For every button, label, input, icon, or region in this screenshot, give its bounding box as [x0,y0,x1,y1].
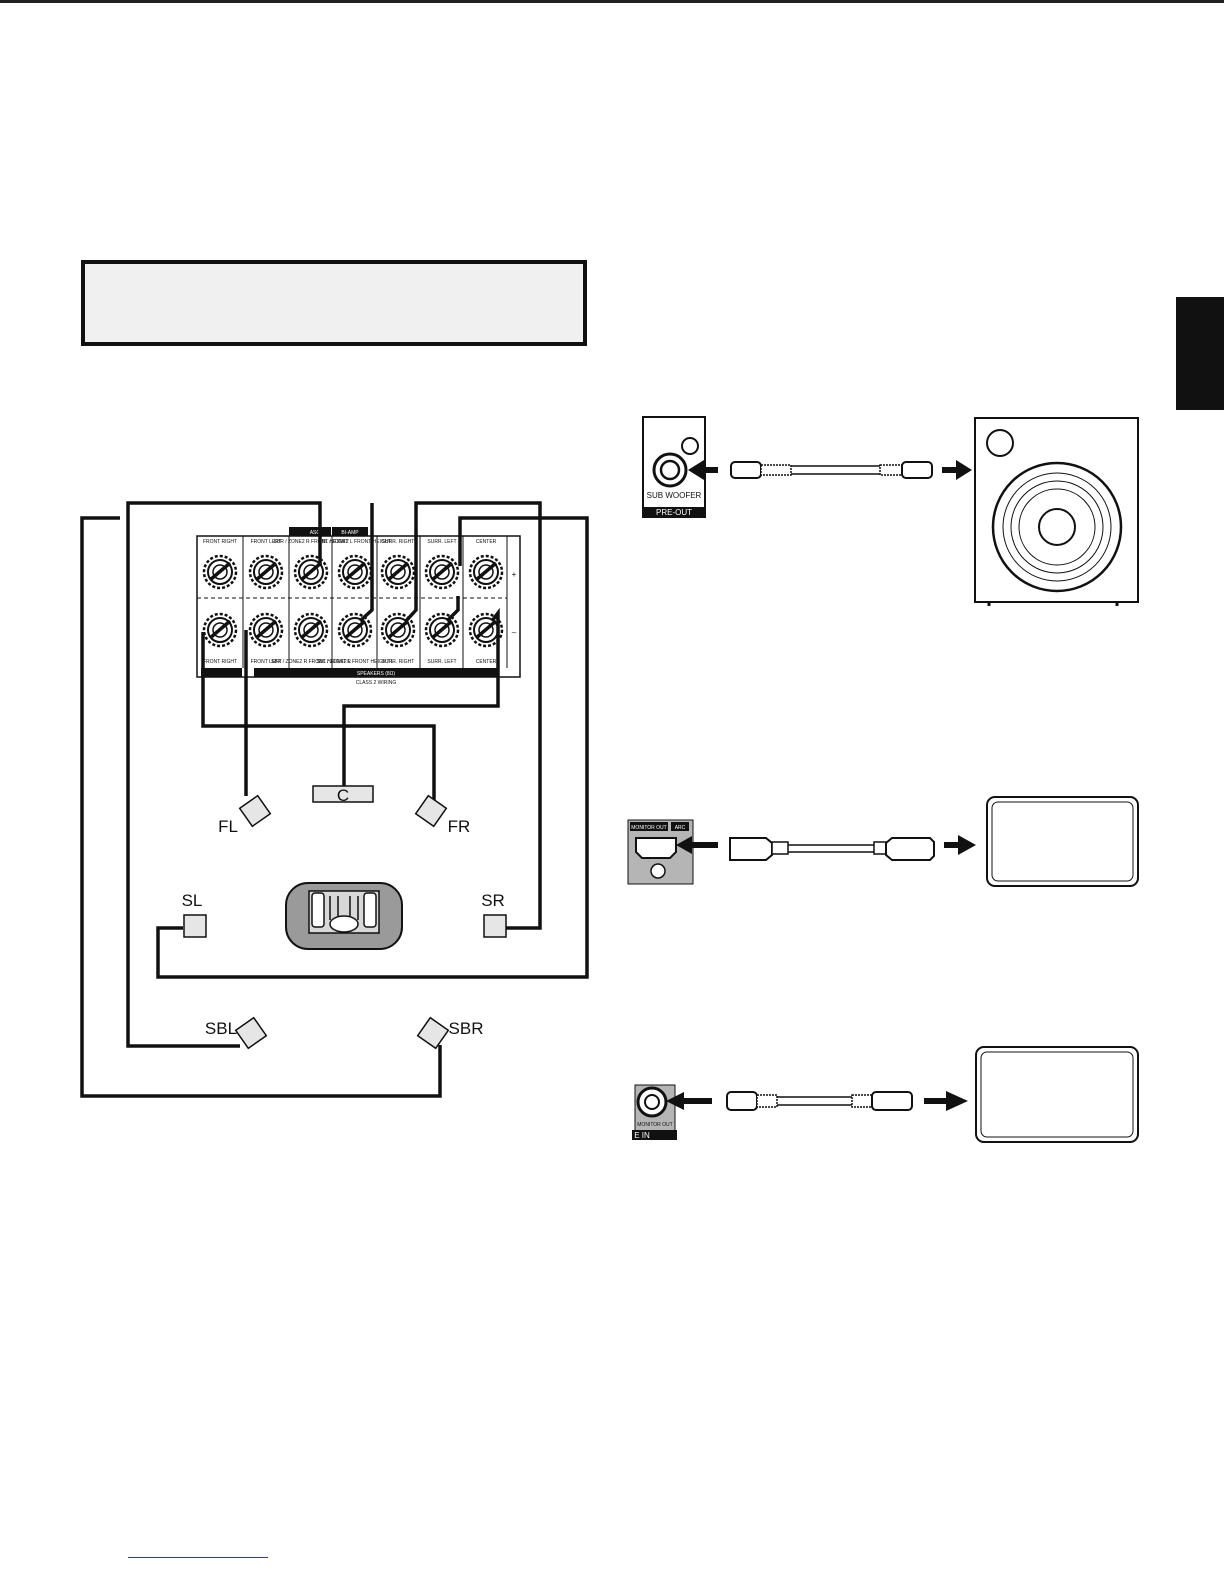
speaker-wires [80,501,589,1098]
speaker-sbl [234,1016,268,1050]
pre-out-label: PRE-OUT [656,508,692,517]
bi-amp-banner [332,527,368,536]
asg-label: ASG [310,530,321,536]
footer-link-underline[interactable] [128,1557,268,1558]
speaker-sr [483,914,507,938]
listener-seat-icon [285,882,403,950]
terminal-label-bottom: CENTER [476,659,497,665]
asg-banner [289,527,331,536]
video-connection: MONITOR OUT E IN [632,1046,1139,1143]
label-sbl: SBL [205,1019,237,1038]
terminal-label-bottom: FRONT LEFT [251,659,282,665]
label-sbr: SBR [449,1019,484,1038]
label-sr: SR [481,891,505,910]
label-fr: FR [448,817,471,836]
subwoofer-connection: SUB WOOFER PRE-OUT [642,416,1139,606]
terminal-label-top: FRONT LEFT [251,539,282,545]
terminal-label-bottom: SBL / ZONE2 L FRONT HEIGHT L [317,659,394,665]
speaker-center [312,785,374,803]
note-box [81,260,587,346]
minus-sign: – [512,628,517,637]
speaker-sbr [416,1016,450,1050]
terminal-label-top: SBR / ZONE2 R FRONT HEIGHT [274,539,349,545]
terminal-label-top: SURR. LEFT [427,539,456,545]
speaker-wiring-diagram: ASG BI-AMP FRONT RIGHT FRONT LEFT SBR / … [80,501,589,1098]
terminal-label-bottom: SBR / ZONE2 R FRONT HEIGHT R [271,659,351,665]
subwoofer-jack-label: SUB WOOFER [647,491,702,500]
speakers-banner [254,668,498,677]
label-fl: FL [218,817,238,836]
video-section-label: E IN [634,1131,650,1140]
arc-label: ARC [675,825,686,831]
plus-sign: + [512,570,517,579]
monitor-out-label: MONITOR OUT [631,825,666,831]
hdmi-connection: MONITOR OUT ARC [627,796,1139,887]
class-2-wiring-label: CLASS 2 WIRING [356,680,397,686]
terminal-label-bottom: SURR. RIGHT [382,659,415,665]
section-tab [1176,297,1224,410]
speakers-label: SPEAKERS (8Ω) [357,671,396,677]
bi-amp-label: BI-AMP [341,530,359,536]
terminal-label-top: SURR. RIGHT [382,539,415,545]
label-sl: SL [182,891,203,910]
terminal-label-top: CENTER [476,539,497,545]
terminal-label-top: SBL / ZONE2 L FRONT HEIGHT [319,539,392,545]
video-jack-label: MONITOR OUT [637,1122,672,1128]
speaker-fl [238,794,272,828]
speaker-sl [183,914,207,938]
terminal-label-bottom: FRONT RIGHT [203,659,237,665]
tv-display-icon [986,796,1139,887]
subwoofer-icon [974,417,1139,606]
speaker-fr [414,794,448,828]
terminal-label-bottom: SURR. LEFT [427,659,456,665]
top-rule [0,0,1224,3]
tv-display-icon [975,1046,1139,1143]
label-c: C [337,786,349,805]
terminal-label-top: FRONT RIGHT [203,539,237,545]
